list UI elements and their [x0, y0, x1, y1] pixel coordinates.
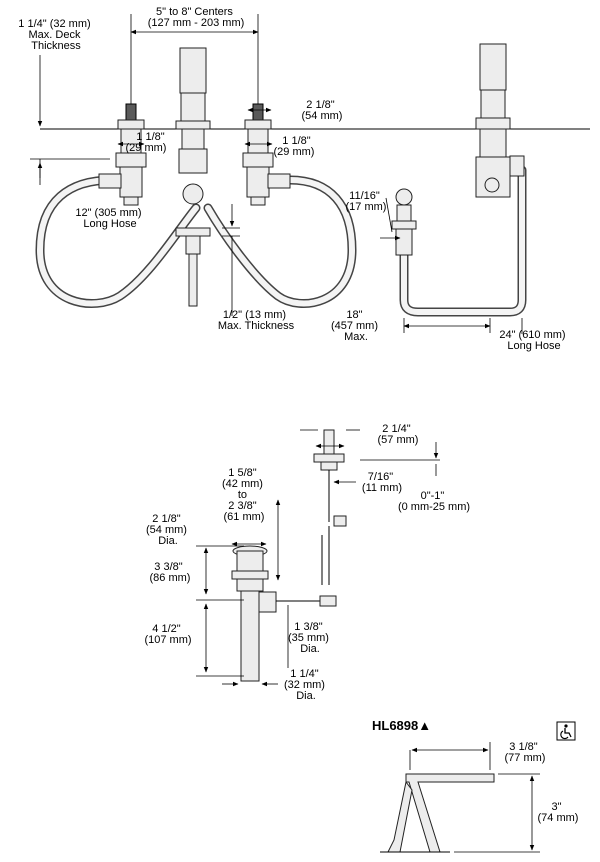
height-412-label: 4 1/2" (107 mm): [144, 623, 191, 646]
faucet-rough-in: [30, 14, 590, 334]
pivot-dia-label: 1 3/8" (35 mm) Dia.: [288, 621, 332, 655]
hose-24-label: 24" (610 mm) Long Hose: [499, 329, 568, 352]
height-338-label: 3 3/8" (86 mm): [150, 561, 191, 584]
hose-12-label: 12" (305 mm) Long Hose: [75, 207, 144, 230]
drain-labels: 2 1/4" (57 mm) 7/16" (11 mm) 0"-1" (0 mm…: [144, 423, 470, 702]
handle-dia-label: 2 1/8" (54 mm): [302, 99, 343, 122]
hose-12-left: [35, 175, 201, 308]
dist-18-label: 18" (457 mm) Max.: [331, 309, 381, 343]
wheelchair-icon: [556, 721, 576, 741]
knob-width-label: 2 1/4" (57 mm): [378, 423, 419, 446]
hose-12-right: [203, 175, 357, 308]
nut-11-16-label: 11/16" (17 mm): [346, 190, 387, 213]
side-mixer: [475, 43, 525, 198]
spout-profile: HL6898▲ 3 1/8" (77 mm) 3" (74 mm): [372, 718, 579, 853]
drain-assembly: [196, 429, 440, 687]
diverter-valve: [391, 188, 417, 256]
faucet-labels: 1 1/4" (32 mm) Max. Deck Thickness 5" to…: [18, 6, 568, 352]
max-thickness-label: 1/2" (13 mm) Max. Thickness: [218, 309, 295, 332]
flange-dia-label: 2 1/8" (54 mm) Dia.: [146, 513, 190, 547]
flange-range-label: 1 5/8" (42 mm) to 2 3/8" (61 mm): [222, 467, 266, 523]
rod-range-label: 0"-1" (0 mm-25 mm): [398, 490, 470, 513]
reach-label: 3 1/8" (77 mm): [505, 741, 546, 764]
left-valve: [98, 103, 147, 206]
deck-thickness-label: 1 1/4" (32 mm) Max. Deck Thickness: [18, 18, 93, 52]
height-label: 3" (74 mm): [538, 801, 579, 824]
rod-dia-label: 7/16" (11 mm): [362, 471, 402, 494]
right-valve: [242, 103, 291, 206]
shank-right-label: 1 1/8" (29 mm): [274, 135, 315, 158]
shank-left-label: 1 1/8" (29 mm): [126, 131, 168, 154]
tail-dia-label: 1 1/4" (32 mm) Dia.: [284, 668, 328, 702]
center-spout: [175, 47, 211, 307]
model-label: HL6898▲: [372, 718, 431, 733]
centers-label: 5" to 8" Centers (127 mm - 203 mm): [148, 6, 245, 29]
hose-24: [399, 165, 527, 317]
